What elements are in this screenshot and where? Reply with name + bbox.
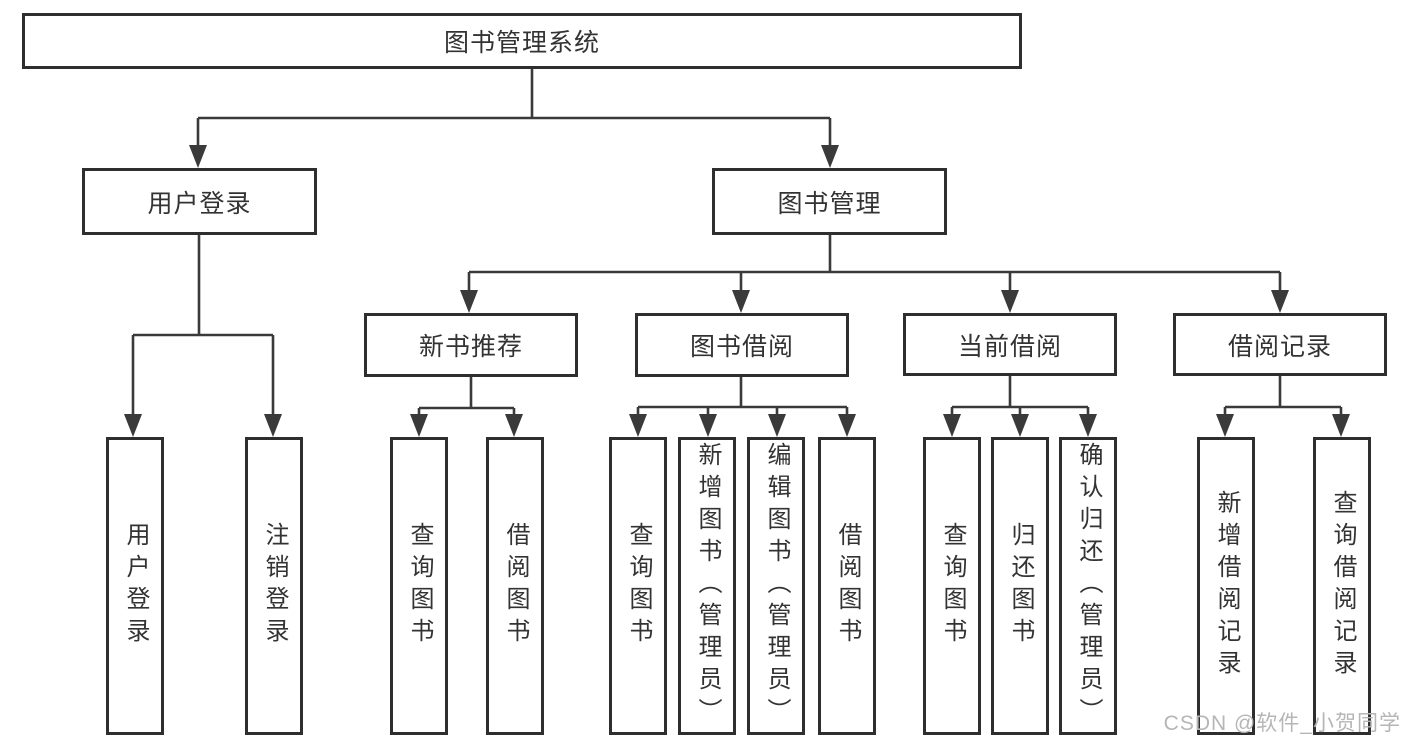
leaf-nbr-borrow-books-label: 借阅图书 [502, 522, 529, 650]
node-borrowing-records-label: 借阅记录 [1227, 332, 1332, 361]
leaf-cb-query-books-label: 查询图书 [939, 522, 966, 650]
node-book-borrowing-label: 图书借阅 [689, 333, 794, 361]
node-new-book-recommendation: 新书推荐 [364, 313, 578, 377]
leaf-bb-borrow-books: 借阅图书 [818, 437, 876, 735]
leaf-br-add-record: 新增借阅记录 [1197, 437, 1255, 735]
node-borrowing-records: 借阅记录 [1173, 313, 1387, 376]
leaf-bb-add-books-admin: 新增图书（管理员） [678, 437, 736, 735]
leaf-cb-return-books-label: 归还图书 [1007, 522, 1034, 650]
leaf-nbr-query-books-label: 查询图书 [406, 522, 433, 650]
leaf-bb-add-books-admin-label: 新增图书（管理员） [694, 442, 721, 730]
leaf-logout-label: 注销登录 [261, 522, 288, 650]
leaf-cb-confirm-return-admin: 确认归还（管理员） [1059, 437, 1117, 735]
leaf-cb-query-books: 查询图书 [923, 437, 981, 735]
node-book-management-label: 图书管理 [777, 189, 882, 218]
leaf-user-login: 用户登录 [106, 437, 164, 735]
leaf-cb-return-books: 归还图书 [991, 437, 1049, 735]
leaf-bb-query-books-label: 查询图书 [625, 522, 652, 650]
leaf-logout: 注销登录 [245, 437, 303, 735]
leaf-br-add-record-label: 新增借阅记录 [1213, 490, 1240, 682]
leaf-user-login-label: 用户登录 [122, 522, 149, 650]
node-library-management-system: 图书管理系统 [22, 13, 1022, 69]
leaf-cb-confirm-return-admin-label: 确认归还（管理员） [1075, 442, 1102, 730]
leaf-nbr-borrow-books: 借阅图书 [486, 437, 544, 735]
leaf-nbr-query-books: 查询图书 [390, 437, 448, 735]
leaf-br-query-record: 查询借阅记录 [1313, 437, 1371, 735]
node-user-login: 用户登录 [82, 168, 317, 235]
leaf-bb-edit-books-admin-label: 编辑图书（管理员） [763, 442, 790, 730]
node-current-borrowing: 当前借阅 [903, 313, 1117, 376]
node-user-login-label: 用户登录 [147, 189, 252, 218]
leaf-br-query-record-label: 查询借阅记录 [1329, 490, 1356, 682]
leaf-bb-edit-books-admin: 编辑图书（管理员） [747, 437, 805, 735]
node-library-management-system-label: 图书管理系统 [443, 29, 600, 57]
csdn-watermark: CSDN @软件_小贺同学 [1163, 712, 1401, 735]
node-current-borrowing-label: 当前借阅 [957, 332, 1062, 361]
node-new-book-recommendation-label: 新书推荐 [418, 333, 523, 361]
node-book-management: 图书管理 [712, 168, 947, 235]
leaf-bb-query-books: 查询图书 [609, 437, 667, 735]
leaf-bb-borrow-books-label: 借阅图书 [834, 522, 861, 650]
node-book-borrowing: 图书借阅 [635, 313, 849, 377]
